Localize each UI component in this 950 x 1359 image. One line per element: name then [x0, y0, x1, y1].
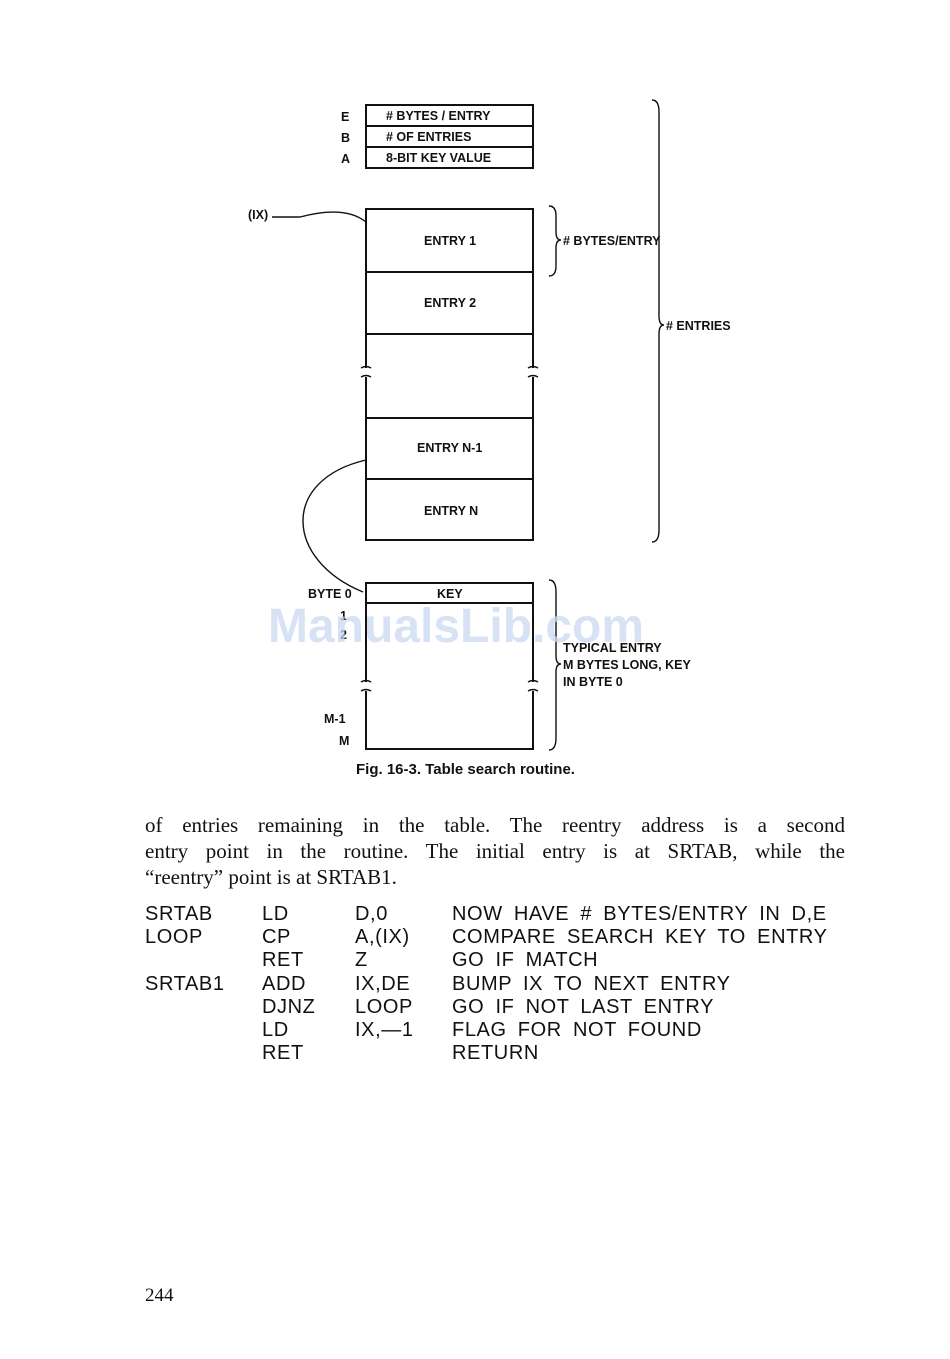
register-label-b: B: [341, 131, 350, 145]
code-op: DJNZ: [262, 995, 316, 1018]
figure-caption: Fig. 16-3. Table search routine.: [356, 761, 575, 778]
typical-entry-note-1: TYPICAL ENTRY: [563, 641, 662, 655]
code-op: LD: [262, 903, 289, 925]
entry-n-label: ENTRY N: [424, 504, 478, 518]
register-b-content: # OF ENTRIES: [386, 130, 471, 144]
register-a-content: 8-BIT KEY VALUE: [386, 151, 491, 165]
ix-pointer-label: (IX): [248, 208, 268, 222]
code-operand: IX,DE: [355, 972, 411, 995]
byte-2-label: 2: [340, 628, 347, 642]
code-operand: LOOP: [355, 995, 413, 1018]
entry-expand-curve: [302, 459, 367, 593]
code-operand: D,0: [355, 903, 388, 925]
ix-pointer-arrow: [272, 211, 367, 223]
code-operand: Z: [355, 949, 368, 972]
typical-entry-brace: [548, 579, 562, 751]
code-operand: A,(IX): [355, 926, 410, 949]
code-comment: GO IF NOT LAST ENTRY: [452, 995, 715, 1018]
code-comment: NOW HAVE # BYTES/ENTRY IN D,E: [452, 903, 827, 925]
byte-1-label: 1: [340, 609, 347, 623]
code-label: SRTAB1: [145, 972, 225, 995]
bytes-per-entry-label: # BYTES/ENTRY: [563, 234, 661, 248]
code-comment: COMPARE SEARCH KEY TO ENTRY: [452, 926, 828, 949]
paragraph-line: entry point in the routine. The initial …: [145, 839, 845, 863]
byte-m-label: M: [339, 734, 349, 748]
paragraph-line: “reentry” point is at SRTAB1.: [145, 865, 397, 889]
code-op: RET: [262, 1042, 304, 1065]
paragraph-line: of entries remaining in the table. The r…: [145, 813, 845, 837]
code-op: CP: [262, 926, 291, 949]
register-box: [365, 104, 534, 169]
bytes-per-entry-brace: [548, 205, 562, 277]
table-search-figure: E B A # BYTES / ENTRY # OF ENTRIES 8-BIT…: [248, 99, 731, 751]
code-op: LD: [262, 1018, 289, 1041]
body-paragraph: of entries remaining in the table. The r…: [145, 812, 845, 890]
watermark: ManualsLib.com: [268, 600, 644, 653]
entries-brace: [651, 99, 665, 543]
page-number: 244: [145, 1285, 174, 1306]
code-operand: IX,—1: [355, 1018, 414, 1041]
code-comment: FLAG FOR NOT FOUND: [452, 1018, 702, 1041]
register-label-a: A: [341, 152, 350, 166]
code-comment: GO IF MATCH: [452, 949, 599, 972]
key-cell-label: KEY: [437, 587, 463, 601]
byte-0-label: BYTE 0: [308, 587, 352, 601]
register-label-e: E: [341, 110, 349, 124]
byte-m-1-label: M-1: [324, 712, 346, 726]
code-op: RET: [262, 949, 304, 972]
entries-label: # ENTRIES: [666, 319, 731, 333]
entry-n-1-label: ENTRY N-1: [417, 441, 482, 455]
code-label: SRTAB: [145, 903, 213, 925]
entry-2-label: ENTRY 2: [424, 296, 476, 310]
register-e-content: # BYTES / ENTRY: [386, 109, 491, 123]
table-box: [365, 208, 534, 541]
code-label: LOOP: [145, 926, 203, 949]
typical-entry-box: [365, 582, 534, 750]
code-comment: RETURN: [452, 1042, 539, 1065]
entry-1-label: ENTRY 1: [424, 234, 476, 248]
break-marks: [360, 365, 539, 378]
code-op: ADD: [262, 972, 307, 995]
typical-entry-note-2: M BYTES LONG, KEY: [563, 658, 691, 672]
code-comment: BUMP IX TO NEXT ENTRY: [452, 972, 731, 995]
typical-entry-note-3: IN BYTE 0: [563, 675, 623, 689]
